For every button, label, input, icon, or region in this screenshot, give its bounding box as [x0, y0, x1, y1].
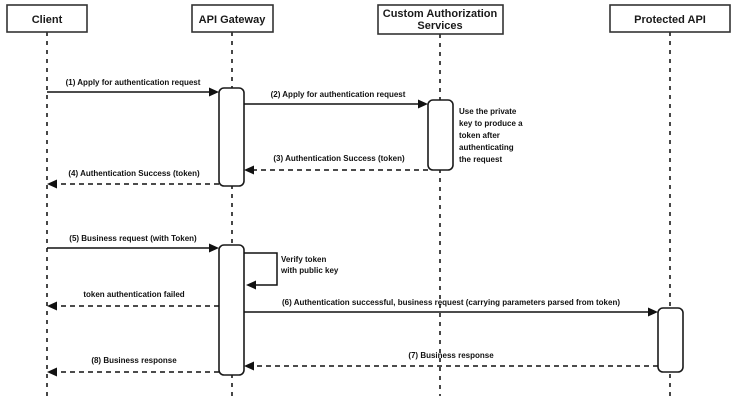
message-7[interactable]: (7) Business response [244, 351, 658, 371]
message-4-arrowhead [47, 179, 57, 189]
message-5-label: (5) Business request (with Token) [69, 234, 197, 243]
message-6-arrowhead [648, 307, 658, 317]
message-4-label: (4) Authentication Success (token) [68, 169, 200, 178]
activation-bars [218, 87, 684, 376]
lifeline-box-protected [609, 4, 731, 33]
activation-bar-protected-1[interactable] [657, 307, 684, 373]
message-8[interactable]: (8) Business response [47, 356, 219, 377]
lifeline-label-client: Client [32, 14, 63, 26]
message-2-label: (2) Apply for authentication request [271, 90, 406, 99]
activation-bar-gateway-2[interactable] [218, 244, 245, 376]
note-private-key-line1: Use the private [459, 107, 517, 116]
self-message-label-line2: with public key [280, 266, 339, 275]
self-message-label-line1: Verify token [281, 255, 326, 264]
message-6-label: (6) Authentication successful, business … [282, 298, 620, 307]
lifeline-box-client [6, 4, 88, 33]
message-3-arrowhead [244, 165, 254, 175]
message-7-arrowhead [244, 361, 254, 371]
message-5[interactable]: (5) Business request (with Token) [47, 234, 219, 253]
message-1-label: (1) Apply for authentication request [66, 78, 201, 87]
message-7-label: (7) Business response [408, 351, 494, 360]
lifeline-head-client[interactable]: Client [6, 4, 88, 33]
message-3[interactable]: (3) Authentication Success (token) [244, 154, 428, 175]
lifeline-label-gateway: API Gateway [199, 14, 267, 26]
message-2[interactable]: (2) Apply for authentication request [244, 90, 428, 109]
message-8-arrowhead [47, 367, 57, 377]
message-1-arrowhead [209, 87, 219, 97]
message-token-auth-failed-label: token authentication failed [83, 290, 184, 299]
activation-bar-gateway-1[interactable] [218, 87, 245, 187]
message-8-label: (8) Business response [91, 356, 177, 365]
message-5-arrowhead [209, 243, 219, 253]
message-1[interactable]: (1) Apply for authentication request [47, 78, 219, 97]
activation-bar-authsvc-1[interactable] [427, 99, 454, 171]
note-private-key-line3: token after [459, 131, 500, 140]
self-message-arrowhead [246, 280, 256, 290]
message-2-arrowhead [418, 99, 428, 109]
note-private-key-line2: key to produce a [459, 119, 523, 128]
lifeline-head-protected[interactable]: Protected API [609, 4, 731, 33]
self-message-verify-token[interactable]: Verify token with public key [244, 252, 339, 290]
lifeline-label-authsvc-line2: Services [417, 20, 462, 32]
self-message-path [244, 252, 278, 286]
message-token-auth-failed[interactable]: token authentication failed [47, 290, 219, 311]
message-4[interactable]: (4) Authentication Success (token) [47, 169, 219, 189]
lifeline-head-authsvc[interactable]: Custom Authorization Services [377, 4, 504, 35]
note-private-key: Use the private key to produce a token a… [459, 107, 523, 164]
lifeline-box-authsvc [377, 4, 504, 35]
note-private-key-line4: authenticating [459, 143, 514, 152]
message-3-label: (3) Authentication Success (token) [273, 154, 405, 163]
note-private-key-line5: the request [459, 155, 502, 164]
lifeline-label-protected: Protected API [634, 14, 706, 26]
lifeline-head-gateway[interactable]: API Gateway [191, 4, 274, 33]
message-token-auth-failed-arrowhead [47, 301, 57, 311]
lifeline-heads: Client API Gateway Custom Authorization … [6, 4, 731, 35]
lifeline-lines [46, 32, 671, 396]
message-6[interactable]: (6) Authentication successful, business … [244, 298, 658, 317]
lifeline-box-gateway [191, 4, 274, 33]
lifeline-label-authsvc-line1: Custom Authorization [383, 8, 498, 20]
